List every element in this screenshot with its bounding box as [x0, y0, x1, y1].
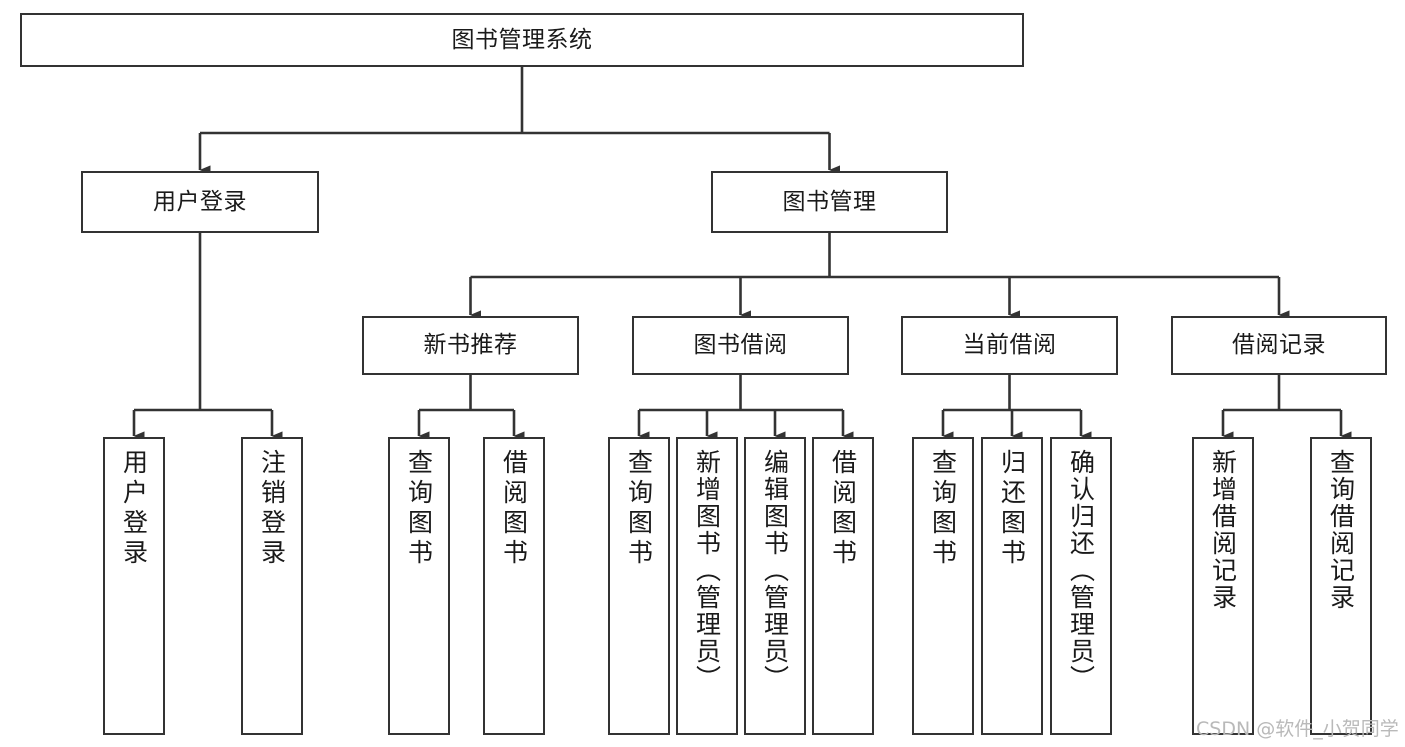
- node-label: 查询图书: [928, 449, 958, 569]
- node-label: 确认归还（管理员）: [1066, 449, 1096, 692]
- node-leaf10[interactable]: 归还图书: [981, 437, 1043, 735]
- node-leaf8[interactable]: 借阅图书: [812, 437, 874, 735]
- node-label: 用户登录: [153, 188, 247, 215]
- node-leaf12[interactable]: 新增借阅记录: [1192, 437, 1254, 735]
- node-records[interactable]: 借阅记录: [1171, 316, 1387, 375]
- node-login[interactable]: 用户登录: [81, 171, 319, 233]
- node-label: 查询借阅记录: [1326, 449, 1356, 611]
- node-label: 当前借阅: [962, 332, 1057, 359]
- node-leaf11[interactable]: 确认归还（管理员）: [1050, 437, 1112, 735]
- node-label: 借阅记录: [1232, 332, 1326, 359]
- node-leaf5[interactable]: 查询图书: [608, 437, 670, 735]
- csdn-watermark: CSDN @软件_小贺同学: [1196, 718, 1399, 740]
- node-label: 编辑图书（管理员）: [760, 449, 790, 692]
- node-leaf3[interactable]: 查询图书: [388, 437, 450, 735]
- node-label: 注销登录: [257, 449, 287, 569]
- node-bookmgmt[interactable]: 图书管理: [711, 171, 948, 233]
- node-borrow[interactable]: 图书借阅: [632, 316, 849, 375]
- node-leaf6[interactable]: 新增图书（管理员）: [676, 437, 738, 735]
- node-label: 用户登录: [119, 449, 149, 569]
- node-label: 新增借阅记录: [1208, 449, 1238, 611]
- node-leaf7[interactable]: 编辑图书（管理员）: [744, 437, 806, 735]
- node-leaf1[interactable]: 用户登录: [103, 437, 165, 735]
- node-leaf13[interactable]: 查询借阅记录: [1310, 437, 1372, 735]
- node-label: 图书借阅: [693, 332, 788, 359]
- node-root[interactable]: 图书管理系统: [20, 13, 1024, 67]
- node-label: 新增图书（管理员）: [692, 449, 722, 692]
- node-label: 新书推荐: [423, 332, 518, 359]
- node-label: 查询图书: [404, 449, 434, 569]
- node-label: 借阅图书: [828, 449, 858, 569]
- node-current[interactable]: 当前借阅: [901, 316, 1118, 375]
- node-label: 图书管理系统: [451, 26, 593, 53]
- node-leaf2[interactable]: 注销登录: [241, 437, 303, 735]
- tree-connectors: [132, 67, 1352, 441]
- node-newbook[interactable]: 新书推荐: [362, 316, 579, 375]
- node-leaf4[interactable]: 借阅图书: [483, 437, 545, 735]
- node-label: 借阅图书: [499, 449, 529, 569]
- node-label: 查询图书: [624, 449, 654, 569]
- node-leaf9[interactable]: 查询图书: [912, 437, 974, 735]
- node-label: 图书管理: [782, 188, 877, 215]
- node-label: 归还图书: [997, 449, 1027, 569]
